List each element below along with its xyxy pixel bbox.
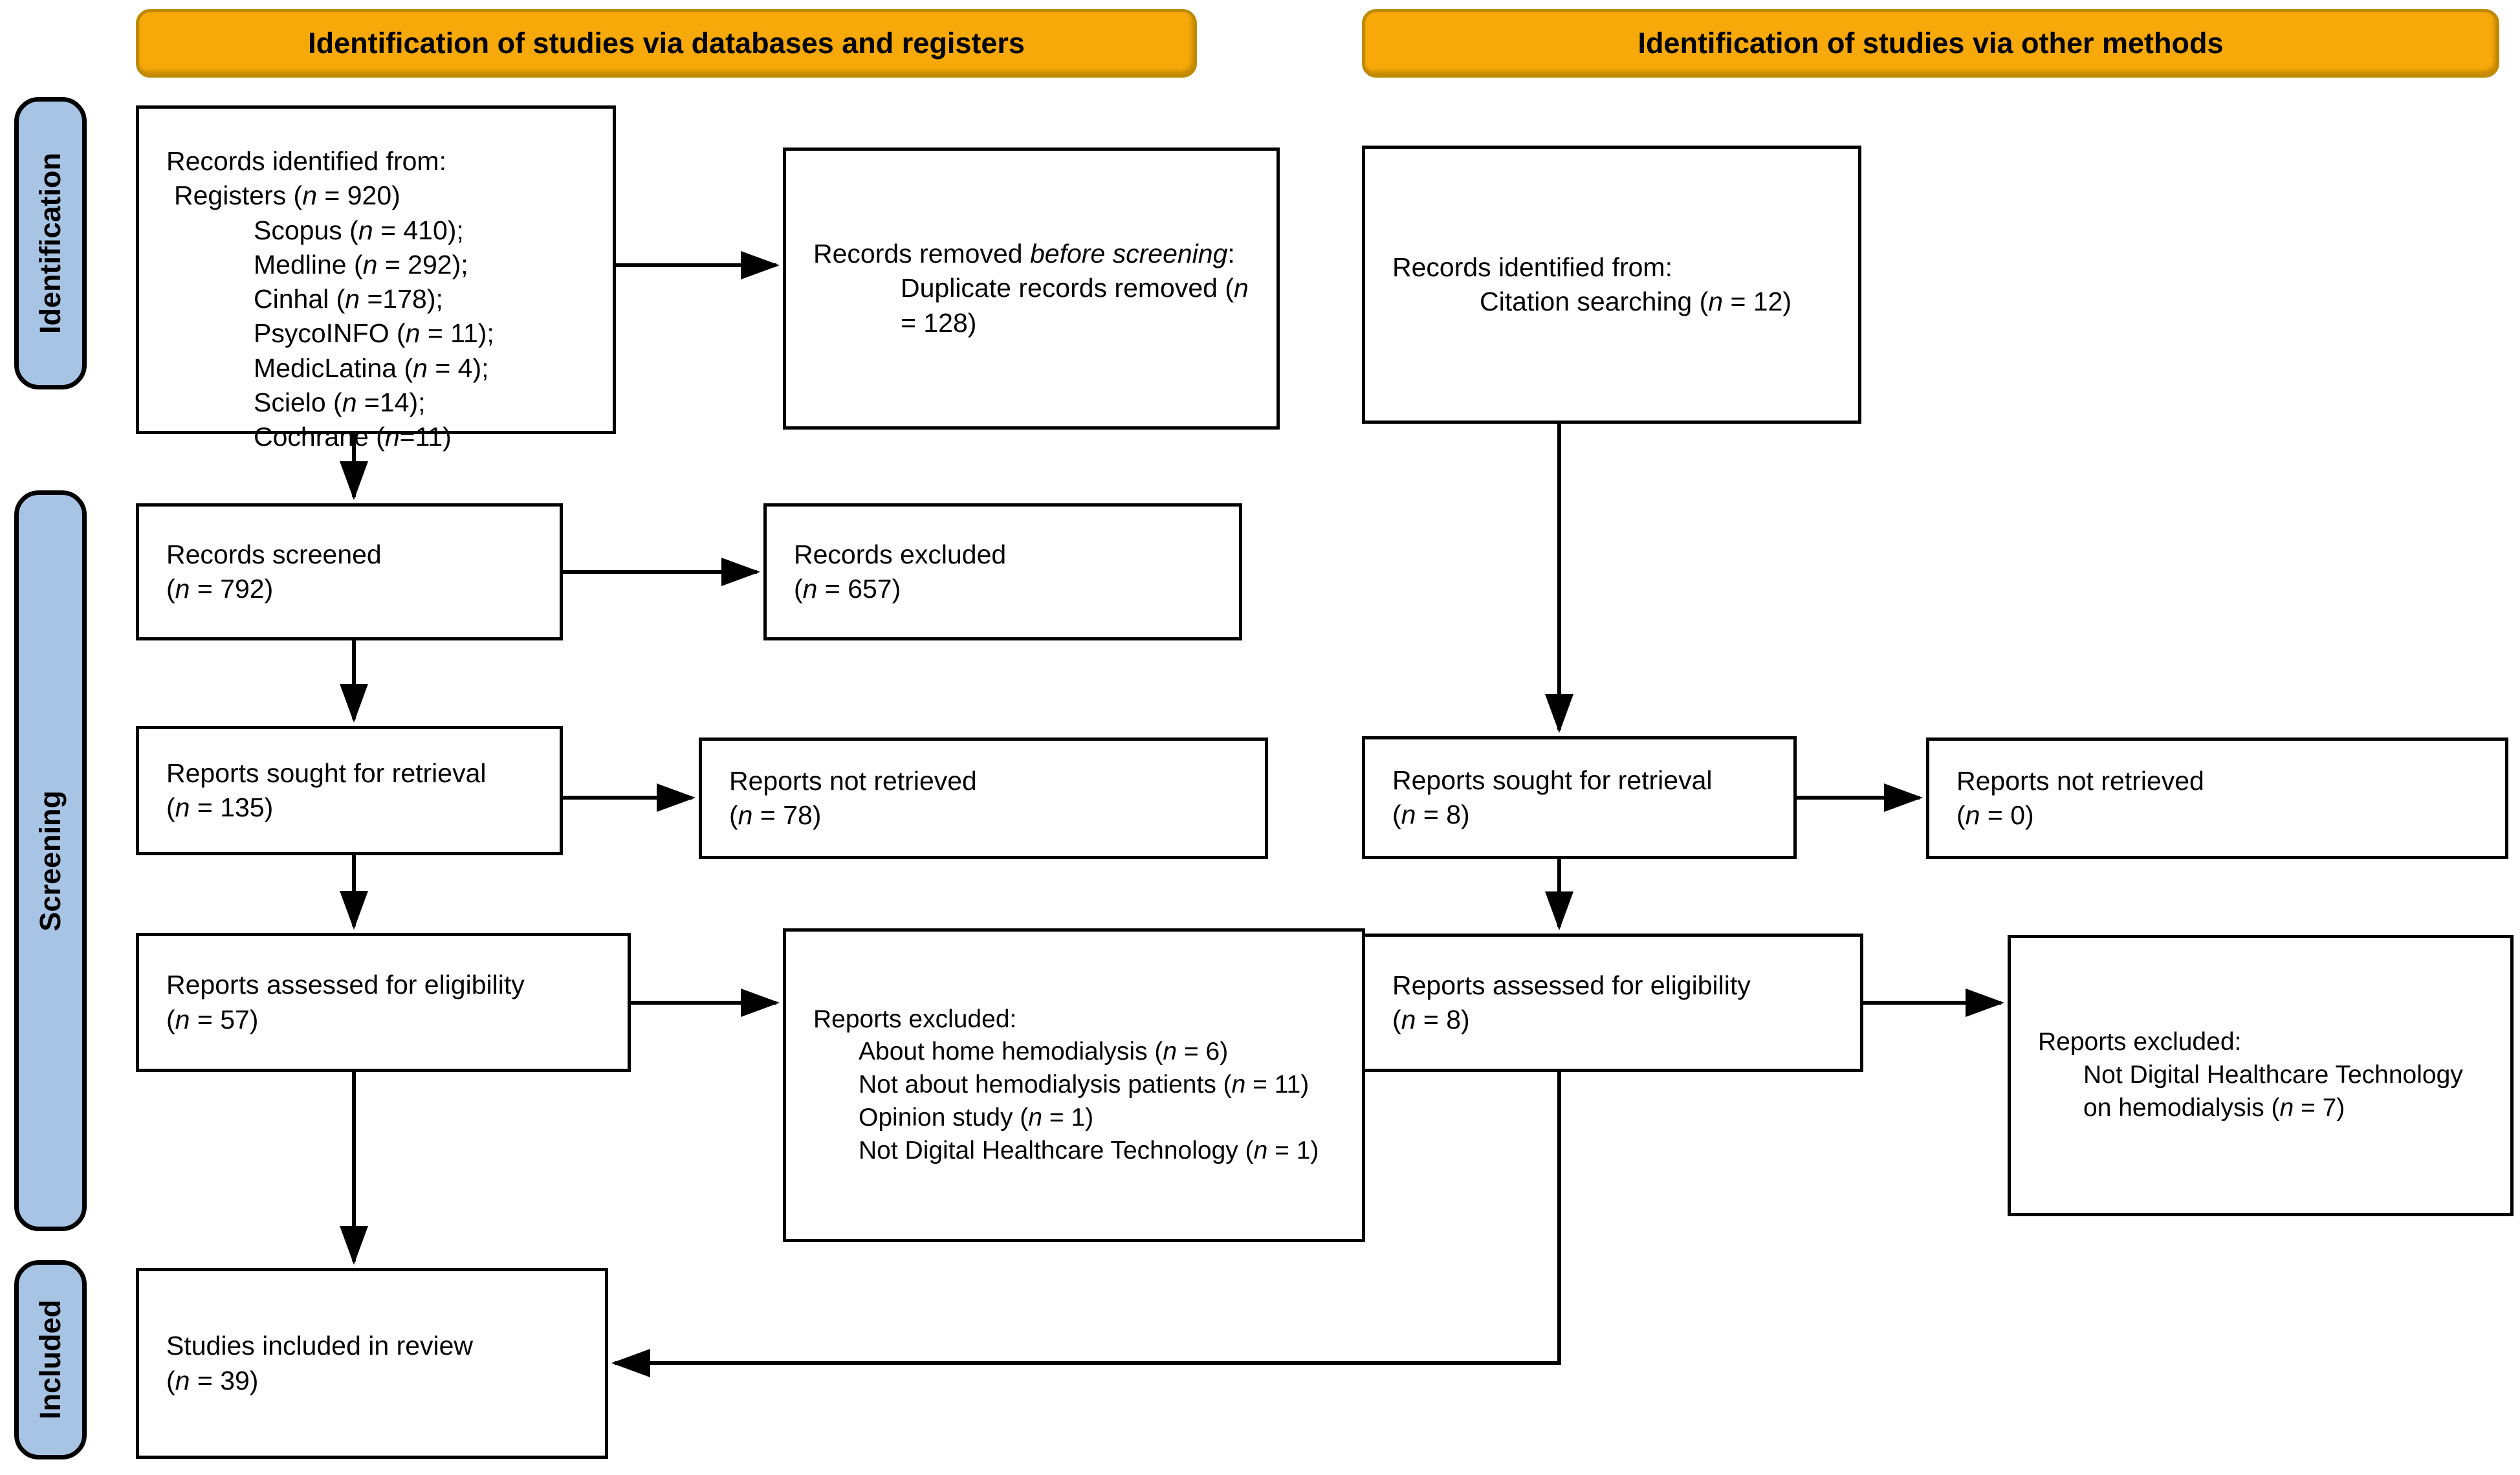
box-records-screened: Records screened (n = 792): [136, 503, 563, 640]
box-text-line: Registers (n = 920): [174, 180, 400, 211]
stage-label-included: Included: [14, 1260, 87, 1459]
box-reports-sought-db: Reports sought for retrieval (n = 135): [136, 726, 563, 855]
banner-other-methods: Identification of studies via other meth…: [1362, 9, 2499, 78]
box-reports-excluded-db: Reports excluded: About home hemodialysi…: [783, 928, 1365, 1242]
box-text-line: Reports sought for retrieval: [1392, 765, 1713, 795]
stage-label-text: Screening: [34, 790, 67, 932]
box-reports-not-retrieved-other: Reports not retrieved (n = 0): [1926, 738, 2508, 859]
box-text-line: Opinion study (n = 1): [859, 1103, 1094, 1131]
box-text-line: Cinhal (n =178);: [254, 284, 443, 314]
box-text-line: Reports not retrieved: [729, 765, 977, 796]
box-reports-assessed-db: Reports assessed for eligibility (n = 57…: [136, 933, 631, 1072]
box-text-line: Reports assessed for eligibility: [1392, 970, 1751, 1000]
box-records-identified: Records identified from: Registers (n = …: [136, 105, 616, 452]
box-records-removed: Records removed before screening: Duplic…: [783, 148, 1280, 430]
arrow-assessed2-to-included: [611, 1071, 1561, 1377]
box-text-line: Records screened: [166, 539, 382, 569]
box-text-line: Scielo (n =14);: [254, 388, 426, 418]
box-text-line: (n = 135): [166, 792, 274, 822]
box-text-line: (n = 39): [166, 1365, 259, 1395]
box-text-line: Reports sought for retrieval: [166, 758, 487, 788]
stage-label-identification: Identification: [14, 97, 87, 389]
stage-label-text: Identification: [34, 153, 67, 334]
box-text-line: Records identified from:: [166, 146, 446, 176]
box-text-line: (n = 792): [166, 574, 274, 604]
box-text-segment: Records removed: [813, 239, 1030, 269]
box-text-line: Not about hemodialysis patients (n = 11): [859, 1071, 1309, 1099]
stage-label-screening: Screening: [14, 490, 87, 1231]
box-text-segment: :: [1227, 239, 1235, 269]
box-text-segment-italic: before screening: [1029, 239, 1228, 269]
box-records-excluded: Records excluded (n = 657): [763, 503, 1242, 640]
box-text-line: Medline (n = 292);: [254, 249, 468, 279]
banner-label: Identification of studies via databases …: [308, 27, 1025, 60]
box-reports-sought-other: Reports sought for retrieval (n = 8): [1362, 736, 1797, 859]
box-text-line: Duplicate records removed (n = 128): [901, 273, 1249, 338]
box-text-line: (n = 0): [1956, 800, 2034, 830]
box-text-line: PsycoINFO (n = 11);: [254, 318, 494, 349]
box-text-line: Reports excluded:: [2038, 1028, 2242, 1056]
box-text-line: Not Digital Healthcare Technology on hem…: [2083, 1061, 2463, 1122]
box-text-line: Studies included in review: [166, 1331, 474, 1361]
banner-databases-registers: Identification of studies via databases …: [136, 9, 1197, 78]
box-text-line: Records removed before screening:: [813, 237, 1260, 271]
box-text-line: Citation searching (n = 12): [1480, 287, 1792, 316]
box-text-line: About home hemodialysis (n = 6): [859, 1038, 1229, 1066]
box-text-line: MedicLatina (n = 4);: [254, 353, 489, 383]
box-text-line: Not Digital Healthcare Technology (n = 1…: [859, 1136, 1319, 1164]
banner-label: Identification of studies via other meth…: [1638, 27, 2224, 60]
box-text-line: Reports assessed for eligibility: [166, 970, 525, 1000]
box-text-line: (n = 57): [166, 1004, 259, 1034]
box-text-line: (n = 78): [729, 800, 822, 830]
box-studies-included: Studies included in review (n = 39): [136, 1268, 608, 1459]
box-text-line: (n = 657): [794, 574, 901, 604]
box-citation-records: Records identified from: Citation search…: [1362, 146, 1861, 424]
box-text-line: (n = 8): [1392, 800, 1470, 829]
box-text-line: Records identified from:: [1392, 252, 1672, 282]
box-reports-assessed-other: Reports assessed for eligibility (n = 8): [1362, 934, 1863, 1072]
box-text-line: Records excluded: [794, 539, 1007, 569]
stage-label-text: Included: [34, 1300, 67, 1420]
box-reports-not-retrieved-db: Reports not retrieved (n = 78): [699, 738, 1268, 859]
box-text-line: Scopus (n = 410);: [254, 215, 464, 245]
box-text-line: (n = 8): [1392, 1005, 1470, 1034]
box-text-line: Reports not retrieved: [1956, 765, 2204, 796]
box-text-line: Reports excluded:: [813, 1005, 1017, 1033]
box-text-line: Cochrane (n=11): [254, 422, 452, 452]
box-reports-excluded-other: Reports excluded: Not Digital Healthcare…: [2008, 935, 2514, 1216]
